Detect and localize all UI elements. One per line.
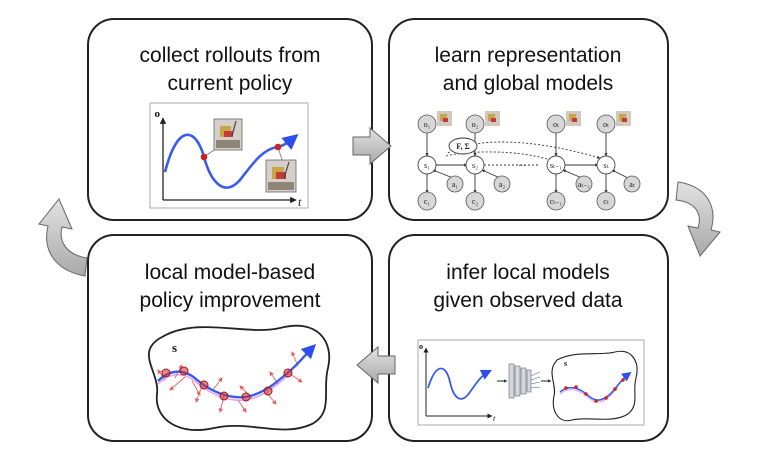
state-space-region <box>148 324 331 431</box>
learn-title-line2: and global models <box>443 72 613 95</box>
infer-figure: o t s <box>417 339 645 426</box>
graphical-model: o₁ o₂ oₜ oₜ F, Σ s₁ s₂ sₜ₋₁ sₜ <box>417 111 641 211</box>
collect-title-line1: collect rollouts from <box>140 44 321 67</box>
sample-marker <box>200 153 208 161</box>
cost-node-label: cₜ₋₁ <box>550 197 563 206</box>
obs-node-label: o₁ <box>424 120 431 129</box>
improve-title-line1: local model-based <box>145 261 315 284</box>
robot-thumbnail <box>566 111 581 126</box>
axis-label-t: t <box>298 195 302 209</box>
robot-thumbnail <box>485 111 500 126</box>
sample-marker <box>274 143 282 151</box>
state-node-label: s₂ <box>472 161 478 170</box>
state-node-label: s₁ <box>424 161 430 170</box>
axis-label-o: o <box>419 342 423 351</box>
cost-node-label: c₂ <box>472 197 479 206</box>
learn-title-line1: learn representation <box>435 44 622 67</box>
global-model-node-label: F, Σ <box>456 142 469 151</box>
state-space-label: s <box>172 340 177 355</box>
obs-node-label: o₂ <box>472 120 479 129</box>
action-node-label: aₜ <box>629 180 635 189</box>
axis-label-o: o <box>155 108 161 120</box>
state-space-region <box>551 350 638 422</box>
sequence-ellipsis: ⋯ <box>518 161 526 170</box>
obs-node-label: oₜ <box>603 120 609 129</box>
observed-trajectory <box>427 367 492 400</box>
robot-thumbnail <box>437 111 452 126</box>
cycle-arrow <box>675 181 721 257</box>
collect-title-line2: current policy <box>168 72 293 95</box>
cost-node-label: c₁ <box>424 197 431 206</box>
action-node-label: aₜ₋₁ <box>578 180 591 189</box>
robot-thumbnail <box>203 118 243 158</box>
latent-trajectory-shadow <box>559 386 619 403</box>
obs-node-label: oₜ <box>553 120 559 129</box>
robot-thumbnail <box>265 146 297 193</box>
rollout-trajectory <box>163 133 299 189</box>
axis-label-t: t <box>493 414 496 423</box>
collect-rollout-figure: o t <box>149 102 309 209</box>
state-node-label: sₜ₋₁ <box>550 161 562 170</box>
arrow-collect-to-learn <box>352 126 392 166</box>
arrow-infer-to-improve <box>356 345 396 385</box>
infer-title-line1: infer local models <box>446 261 609 284</box>
infer-title-line2: given observed data <box>433 289 622 312</box>
improve-title-line2: policy improvement <box>140 289 321 312</box>
action-node-label: a₂ <box>499 180 506 189</box>
state-space-label: s <box>564 359 567 368</box>
robot-thumbnail <box>616 111 631 126</box>
action-node-label: a₁ <box>452 180 459 189</box>
state-node-label: sₜ <box>603 161 608 170</box>
cost-node-label: cₜ <box>603 197 609 206</box>
cycle-arrow <box>38 198 88 277</box>
encoder-network-icon <box>497 363 552 399</box>
improve-figure: s <box>148 324 331 431</box>
